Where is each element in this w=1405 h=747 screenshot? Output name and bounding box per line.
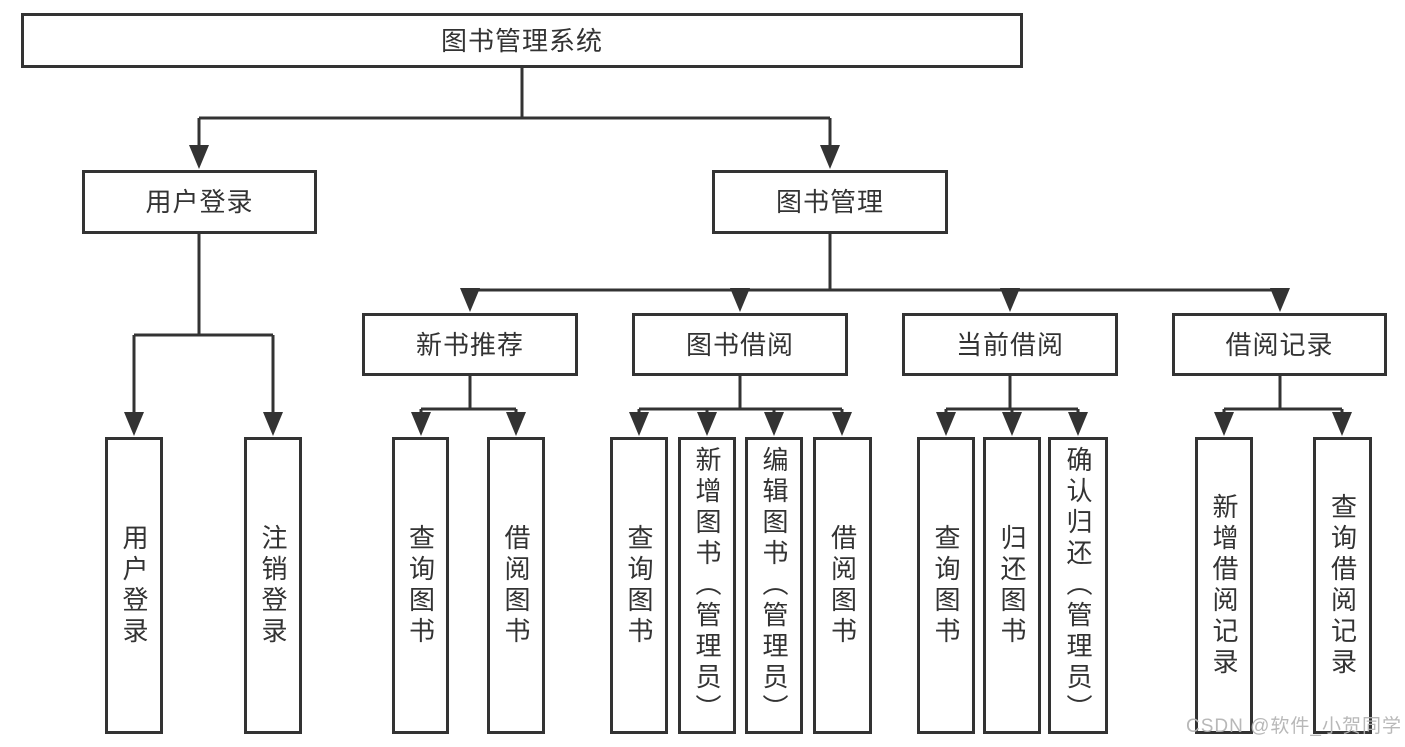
connector-line [637, 376, 844, 414]
node-logout-label: 注销登录 [258, 523, 288, 648]
arrowhead-icon [1214, 412, 1234, 436]
node-confirm-return-admin-label: 确认归还（管理员） [1063, 446, 1093, 725]
node-rec-search-books: 查询图书 [392, 437, 449, 734]
connector-root-to-level2 [189, 68, 840, 169]
connector-line [197, 68, 832, 146]
arrowhead-icon [697, 412, 717, 436]
connector-current-borrow-children [936, 376, 1088, 436]
node-edit-books-admin: 编辑图书（管理员） [745, 437, 803, 734]
arrowhead-icon [460, 288, 480, 312]
node-borrow-records: 借阅记录 [1172, 313, 1387, 376]
arrowhead-icon [189, 145, 209, 169]
arrowhead-icon [263, 412, 283, 436]
connector-book-borrow-children [629, 376, 852, 436]
arrowhead-icon [764, 412, 784, 436]
node-borrow-search-books-label: 查询图书 [624, 523, 654, 648]
arrowhead-icon [936, 412, 956, 436]
arrowhead-icon [411, 412, 431, 436]
watermark: CSDN @软件_小贺同学 [1186, 716, 1402, 737]
node-rec-search-books-label: 查询图书 [405, 523, 436, 648]
node-book-mgmt: 图书管理 [712, 170, 948, 234]
connector-line [944, 376, 1080, 414]
arrowhead-icon [506, 412, 526, 436]
node-borrow-books-label: 借阅图书 [827, 523, 858, 648]
node-rec-borrow-books-label: 借阅图书 [501, 523, 531, 648]
connector-borrow-records-children [1214, 376, 1352, 436]
node-current-search-books: 查询图书 [917, 437, 975, 734]
arrowhead-icon [1002, 412, 1022, 436]
node-book-mgmt-label: 图书管理 [775, 187, 884, 217]
node-rec-borrow-books: 借阅图书 [487, 437, 545, 734]
arrowhead-icon [832, 412, 852, 436]
arrowhead-icon [1068, 412, 1088, 436]
node-login: 用户登录 [105, 437, 163, 734]
arrowhead-icon [629, 412, 649, 436]
node-search-borrow-record: 查询借阅记录 [1313, 437, 1372, 734]
node-add-books-admin-label: 新增图书（管理员） [692, 446, 722, 725]
connector-line [468, 234, 1282, 292]
node-user-login-label: 用户登录 [145, 187, 254, 217]
node-return-books-label: 归还图书 [997, 523, 1027, 648]
node-new-book-rec: 新书推荐 [362, 313, 578, 376]
node-add-books-admin: 新增图书（管理员） [678, 437, 736, 734]
connector-line [419, 376, 518, 414]
node-root-label: 图书管理系统 [440, 25, 603, 56]
arrowhead-icon [820, 145, 840, 169]
node-current-borrow: 当前借阅 [902, 313, 1118, 376]
arrowhead-icon [1270, 288, 1290, 312]
connector-new-book-rec-children [411, 376, 526, 436]
node-add-borrow-record: 新增借阅记录 [1195, 437, 1253, 734]
node-edit-books-admin-label: 编辑图书（管理员） [759, 446, 789, 725]
connector-line [1222, 376, 1344, 414]
connector-book-mgmt-children [460, 234, 1290, 312]
arrowhead-icon [730, 288, 750, 312]
node-book-borrow-label: 图书借阅 [685, 329, 794, 360]
node-borrow-records-label: 借阅记录 [1225, 329, 1334, 360]
node-current-search-books-label: 查询图书 [931, 523, 961, 648]
connector-line [132, 234, 275, 414]
node-current-borrow-label: 当前借阅 [955, 329, 1064, 360]
node-borrow-books: 借阅图书 [813, 437, 872, 734]
node-return-books: 归还图书 [983, 437, 1041, 734]
arrowhead-icon [124, 412, 144, 436]
node-user-login: 用户登录 [82, 170, 317, 234]
connector-user-login-children [124, 234, 283, 436]
arrowhead-icon [1332, 412, 1352, 436]
node-logout: 注销登录 [244, 437, 302, 734]
node-add-borrow-record-label: 新增借阅记录 [1209, 492, 1239, 679]
node-book-borrow: 图书借阅 [632, 313, 848, 376]
node-borrow-search-books: 查询图书 [610, 437, 668, 734]
arrowhead-icon [1000, 288, 1020, 312]
node-search-borrow-record-label: 查询借阅记录 [1327, 492, 1358, 679]
node-new-book-rec-label: 新书推荐 [415, 329, 524, 360]
node-root: 图书管理系统 [21, 13, 1023, 68]
node-confirm-return-admin: 确认归还（管理员） [1048, 437, 1108, 734]
node-login-label: 用户登录 [119, 523, 149, 648]
